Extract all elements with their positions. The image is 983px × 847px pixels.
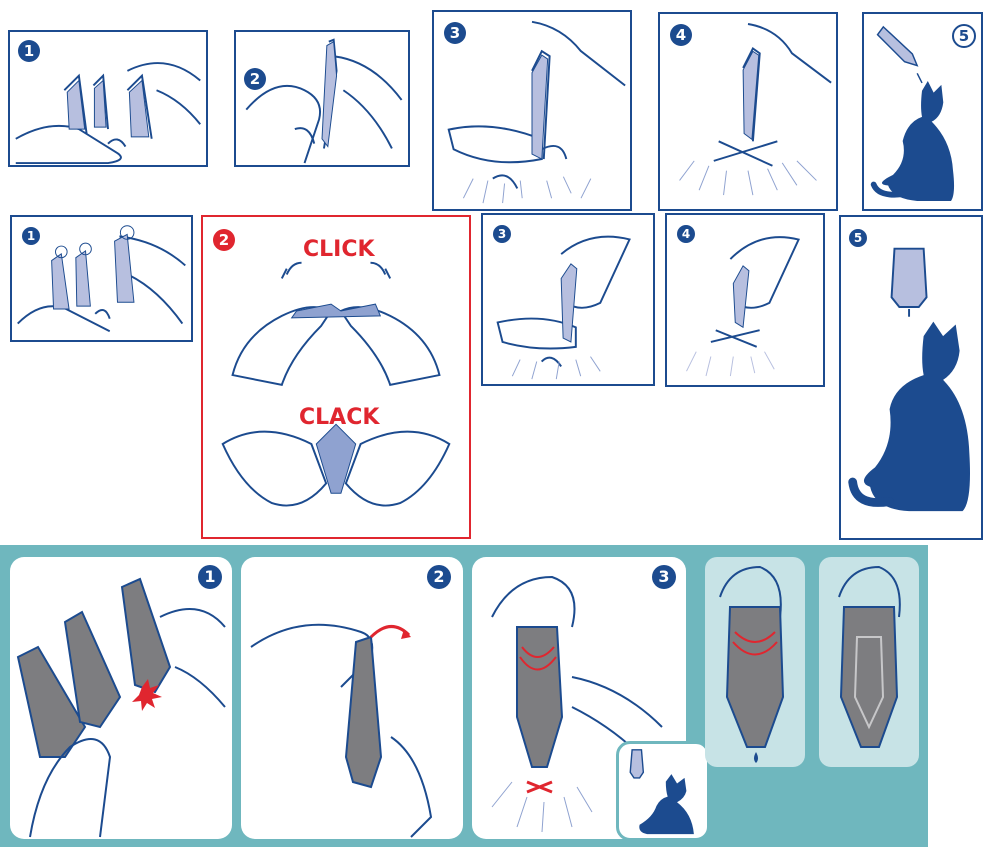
row1-step1-panel: 1 (8, 30, 208, 167)
row1-step3-panel: 3 (432, 10, 632, 211)
teal-instructions-band: 1 2 3 (0, 545, 928, 847)
cat-silhouette-with-pipette-illustration (619, 744, 707, 838)
hands-separating-pipettes-illustration (12, 217, 191, 340)
snapping-gray-pipette-tip-illustration (241, 557, 463, 839)
cat-application-inset (616, 741, 710, 841)
row1-step5-panel: 5 (862, 12, 983, 211)
gray-pipettes-separation-illustration (10, 557, 232, 839)
row2-step3-panel: 3 (481, 213, 655, 386)
applying-solution-to-skin-illustration (667, 215, 823, 385)
empty-pipette-detail-illustration (819, 557, 919, 767)
row2-step4-panel: 4 (665, 213, 825, 387)
hands-separating-pipettes-illustration (10, 32, 206, 165)
parting-fur-with-pipette-illustration (434, 12, 630, 209)
squeeze-detail-tile-1 (705, 557, 805, 767)
row3-step1-tile: 1 (10, 557, 232, 839)
row3-step2-tile: 2 (241, 557, 463, 839)
cat-silhouette-with-pipette-illustration (864, 14, 981, 209)
pipette-drop-detail-illustration (705, 557, 805, 767)
cat-silhouette-with-pipette-illustration (841, 217, 981, 538)
row1-step2-panel: 2 (234, 30, 410, 167)
click-clack-hands-illustration (203, 217, 469, 537)
snapping-pipette-tip-illustration (236, 32, 408, 165)
row2-step1-panel: 1 (10, 215, 193, 342)
row2-step2-panel: 2 CLICK CLACK (201, 215, 471, 539)
squeeze-detail-tile-2 (819, 557, 919, 767)
row2-step5-panel: 5 (839, 215, 983, 540)
applying-solution-to-skin-illustration (660, 14, 836, 209)
row1-step4-panel: 4 (658, 12, 838, 211)
parting-fur-with-pipette-illustration (483, 215, 653, 384)
